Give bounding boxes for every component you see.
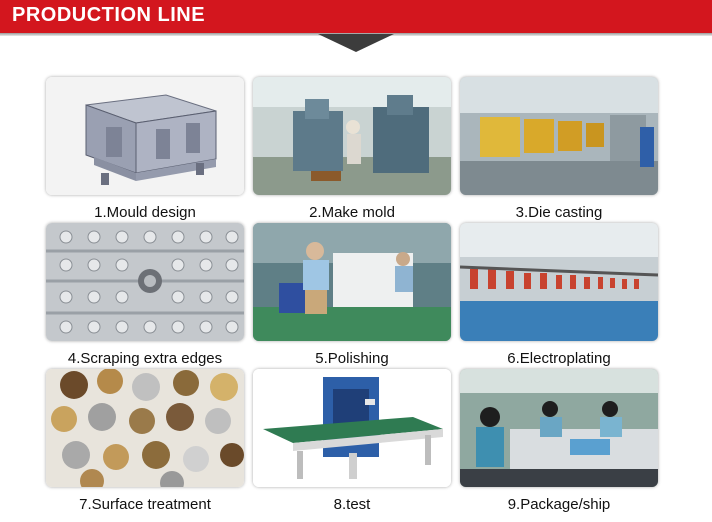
step-label: 9.Package/ship: [507, 496, 611, 513]
chevron-down-icon: [318, 34, 394, 52]
surface-treatment-image: [46, 369, 244, 487]
step-label: 8.test: [333, 496, 371, 513]
make-mold-image: [253, 77, 451, 195]
banner-title: PRODUCTION LINE: [12, 4, 206, 26]
scraping-edges-image: [46, 223, 244, 341]
electroplating-image: [460, 223, 658, 341]
step-label: 7.Surface treatment: [79, 496, 211, 513]
step-label: 1.Mould design: [94, 204, 196, 221]
step-label: 3.Die casting: [515, 204, 603, 221]
step-label: 6.Electroplating: [507, 350, 611, 367]
mould-design-image: [46, 77, 244, 195]
step-label: 5.Polishing: [315, 350, 389, 367]
package-ship-image: [460, 369, 658, 487]
header-banner: PRODUCTION LINE: [0, 0, 712, 33]
polishing-image: [253, 223, 451, 341]
test-image: [253, 369, 451, 487]
step-label: 4.Scraping extra edges: [67, 350, 223, 367]
die-casting-image: [460, 77, 658, 195]
step-label: 2.Make mold: [309, 204, 395, 221]
